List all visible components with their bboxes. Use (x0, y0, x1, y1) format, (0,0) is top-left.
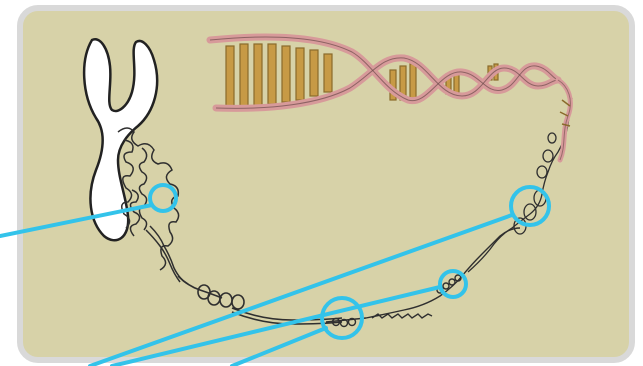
diagram-stage (0, 0, 643, 366)
chromosome-dna-diagram (0, 0, 643, 366)
